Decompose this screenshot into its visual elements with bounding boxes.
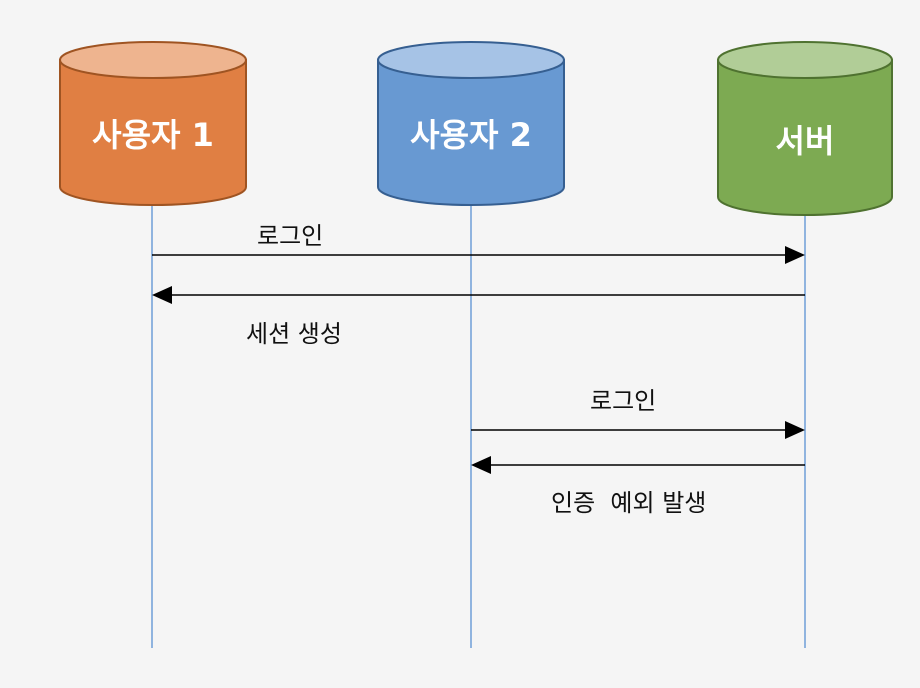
message-session-created: 세션 생성: [152, 286, 805, 348]
actor-user1-body: [59, 59, 247, 206]
message-label: 로그인: [590, 387, 656, 415]
actor-user2-body: [377, 59, 565, 206]
arrow-head-right: [785, 246, 805, 264]
arrow-head-right: [785, 421, 805, 439]
message-login-user2: 로그인: [471, 387, 805, 439]
actor-user1-label: 사용자 1: [92, 116, 214, 154]
actor-user2-top: [377, 41, 565, 79]
actor-server-top: [717, 41, 893, 79]
arrow-head-left: [471, 456, 491, 474]
message-label: 로그인: [257, 222, 323, 250]
actor-user1: 사용자 1: [59, 41, 247, 206]
message-auth-exception: 인증 예외 발생: [471, 456, 805, 517]
message-label: 인증 예외 발생: [551, 489, 706, 517]
actor-server-label: 서버: [776, 122, 835, 160]
message-label: 세션 생성: [246, 320, 342, 348]
actor-user2: 사용자 2: [377, 41, 565, 206]
actor-server-body: [717, 59, 893, 216]
arrow-head-left: [152, 286, 172, 304]
message-login-user1: 로그인: [152, 222, 805, 264]
actor-user2-label: 사용자 2: [410, 116, 532, 154]
actor-user1-top: [59, 41, 247, 79]
actor-server: 서버: [717, 41, 893, 216]
